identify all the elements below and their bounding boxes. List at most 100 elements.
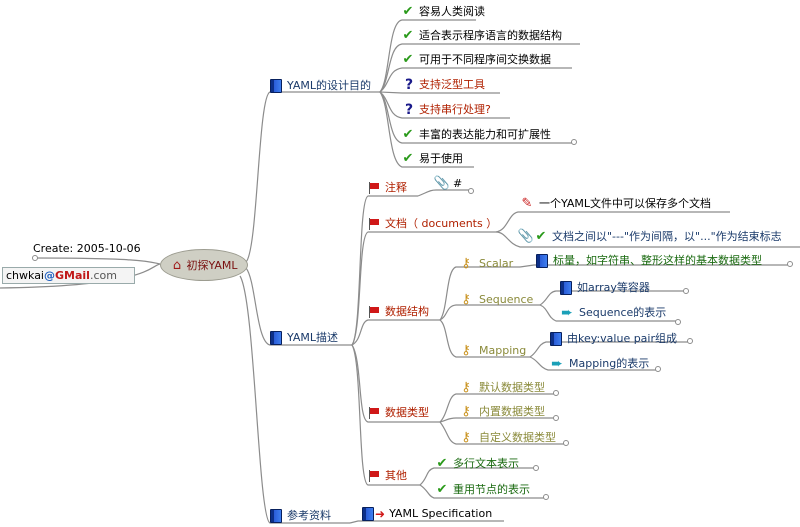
- purpose-item-label: 易于使用: [419, 152, 463, 165]
- datastruct-node[interactable]: 数据结构: [368, 304, 431, 320]
- arrow-right-icon: ➜: [375, 507, 386, 521]
- email-badge: chwkai @ GMail .com: [2, 267, 135, 284]
- mapping-child[interactable]: 由key:value pair组成: [550, 331, 679, 347]
- key-icon: ⚷: [461, 404, 471, 419]
- sequence-child-label: Sequence的表示: [579, 306, 667, 319]
- book-icon: [270, 79, 282, 93]
- book-icon: [560, 281, 572, 295]
- email-provider: GMail: [55, 269, 90, 282]
- other-item[interactable]: ✔ 重用节点的表示: [436, 482, 532, 498]
- scalar-child[interactable]: 标量，如字符串、整形这样的基本数据类型: [536, 253, 764, 269]
- check-icon: ✔: [402, 151, 414, 166]
- flag-icon: [368, 470, 380, 482]
- purpose-item[interactable]: ? 支持泛型工具: [404, 77, 487, 93]
- branch-describe-label: YAML描述: [287, 331, 339, 344]
- book-icon: [270, 331, 282, 345]
- other-item-label: 重用节点的表示: [453, 483, 530, 496]
- house-icon: ⌂: [172, 257, 182, 273]
- documents-child-label: 文档之间以"---"作为间隔，以"..."作为结束标志: [552, 230, 782, 243]
- branch-describe[interactable]: YAML描述: [270, 330, 340, 346]
- purpose-item-label: 支持串行处理?: [419, 103, 491, 116]
- key-icon: ⚷: [461, 343, 471, 358]
- purpose-item[interactable]: ✔ 容易人类阅读: [402, 4, 487, 20]
- branch-refs[interactable]: 参考资料: [270, 508, 333, 524]
- purpose-item[interactable]: ✔ 适合表示程序语言的数据结构: [402, 28, 564, 44]
- root-label: 初探YAML: [186, 259, 238, 272]
- email-at: @: [44, 269, 55, 282]
- purpose-item-label: 丰富的表达能力和可扩展性: [419, 128, 551, 141]
- check-icon: ✔: [436, 456, 448, 471]
- purpose-item-label: 支持泛型工具: [419, 78, 485, 91]
- comment-child[interactable]: 📎 #: [433, 176, 464, 192]
- check-icon: ✔: [436, 482, 448, 497]
- sequence-child-label: 如array等容器: [577, 281, 650, 294]
- documents-node[interactable]: 文档（ documents ）: [368, 216, 499, 232]
- key-icon: ⚷: [461, 380, 471, 395]
- comment-node[interactable]: 注释: [368, 180, 409, 196]
- sequence-child[interactable]: ➨ Sequence的表示: [560, 305, 668, 321]
- mapping-node[interactable]: ⚷ Mapping: [458, 343, 528, 359]
- key-icon: ⚷: [461, 256, 471, 271]
- book-icon: [550, 332, 562, 346]
- check-icon: ✔: [402, 4, 414, 19]
- key-icon: ⚷: [461, 430, 471, 445]
- datatype-item[interactable]: ⚷ 自定义数据类型: [458, 430, 558, 446]
- mapping-child-label: 由key:value pair组成: [567, 332, 678, 345]
- paperclip-icon: 📎: [517, 229, 535, 244]
- check-icon: ✔: [402, 28, 414, 43]
- email-domain: .com: [89, 269, 117, 282]
- datatype-item-label: 自定义数据类型: [479, 431, 556, 444]
- datatype-item[interactable]: ⚷ 内置数据类型: [458, 404, 547, 420]
- sequence-child[interactable]: 如array等容器: [560, 280, 652, 296]
- check-icon: ✔: [402, 127, 414, 142]
- documents-child-label: 一个YAML文件中可以保存多个文档: [539, 197, 712, 210]
- branch-purpose[interactable]: YAML的设计目的: [270, 78, 373, 94]
- book-icon: [270, 509, 282, 523]
- flag-icon: [368, 218, 380, 230]
- datatypes-label: 数据类型: [385, 406, 429, 419]
- flag-icon: [368, 182, 380, 194]
- purpose-item[interactable]: ✔ 可用于不同程序间交换数据: [402, 52, 553, 68]
- sequence-label: Sequence: [479, 293, 534, 306]
- root-node[interactable]: ⌂ 初探YAML: [160, 249, 248, 281]
- book-icon: [536, 254, 548, 268]
- check-icon: ✔: [402, 52, 414, 67]
- arrow-right-icon: ➨: [551, 356, 563, 372]
- documents-label: 文档（ documents ）: [385, 217, 498, 230]
- mapping-child[interactable]: ➨ Mapping的表示: [550, 356, 651, 372]
- documents-child[interactable]: 📎 ✔ 文档之间以"---"作为间隔，以"..."作为结束标志: [517, 229, 784, 245]
- mapping-child-label: Mapping的表示: [569, 357, 650, 370]
- other-node[interactable]: 其他: [368, 468, 409, 484]
- other-item-label: 多行文本表示: [453, 457, 519, 470]
- datatype-item[interactable]: ⚷ 默认数据类型: [458, 380, 547, 396]
- documents-child[interactable]: ✎ 一个YAML文件中可以保存多个文档: [520, 196, 713, 212]
- flag-icon: [368, 306, 380, 318]
- refs-child[interactable]: ➜ YAML Specification: [362, 506, 494, 522]
- datatypes-node[interactable]: 数据类型: [368, 405, 431, 421]
- purpose-item[interactable]: ✔ 丰富的表达能力和可扩展性: [402, 127, 553, 143]
- paperclip-icon: 📎: [433, 176, 451, 191]
- scalar-child-label: 标量，如字符串、整形这样的基本数据类型: [553, 254, 762, 267]
- comment-child-label: #: [453, 177, 463, 190]
- other-item[interactable]: ✔ 多行文本表示: [436, 456, 521, 472]
- purpose-item-label: 适合表示程序语言的数据结构: [419, 29, 562, 42]
- purpose-item[interactable]: ✔ 易于使用: [402, 151, 465, 167]
- comment-label: 注释: [385, 181, 407, 194]
- scalar-label: Scalar: [479, 257, 514, 270]
- scalar-node[interactable]: ⚷ Scalar: [458, 256, 515, 272]
- datatype-item-label: 内置数据类型: [479, 405, 545, 418]
- datatype-item-label: 默认数据类型: [479, 381, 545, 394]
- create-date-label: Create: 2005-10-06: [33, 242, 141, 255]
- flag-icon: [368, 407, 380, 419]
- purpose-item-label: 容易人类阅读: [419, 5, 485, 18]
- sequence-node[interactable]: ⚷ Sequence: [458, 292, 535, 308]
- arrow-right-icon: ➨: [561, 305, 573, 321]
- other-label: 其他: [385, 469, 407, 482]
- branch-refs-label: 参考资料: [287, 509, 331, 522]
- purpose-item[interactable]: ? 支持串行处理?: [404, 102, 493, 118]
- refs-child-label: YAML Specification: [389, 507, 493, 520]
- mapping-label: Mapping: [479, 344, 527, 357]
- question-icon: ?: [404, 102, 414, 118]
- datastruct-label: 数据结构: [385, 305, 429, 318]
